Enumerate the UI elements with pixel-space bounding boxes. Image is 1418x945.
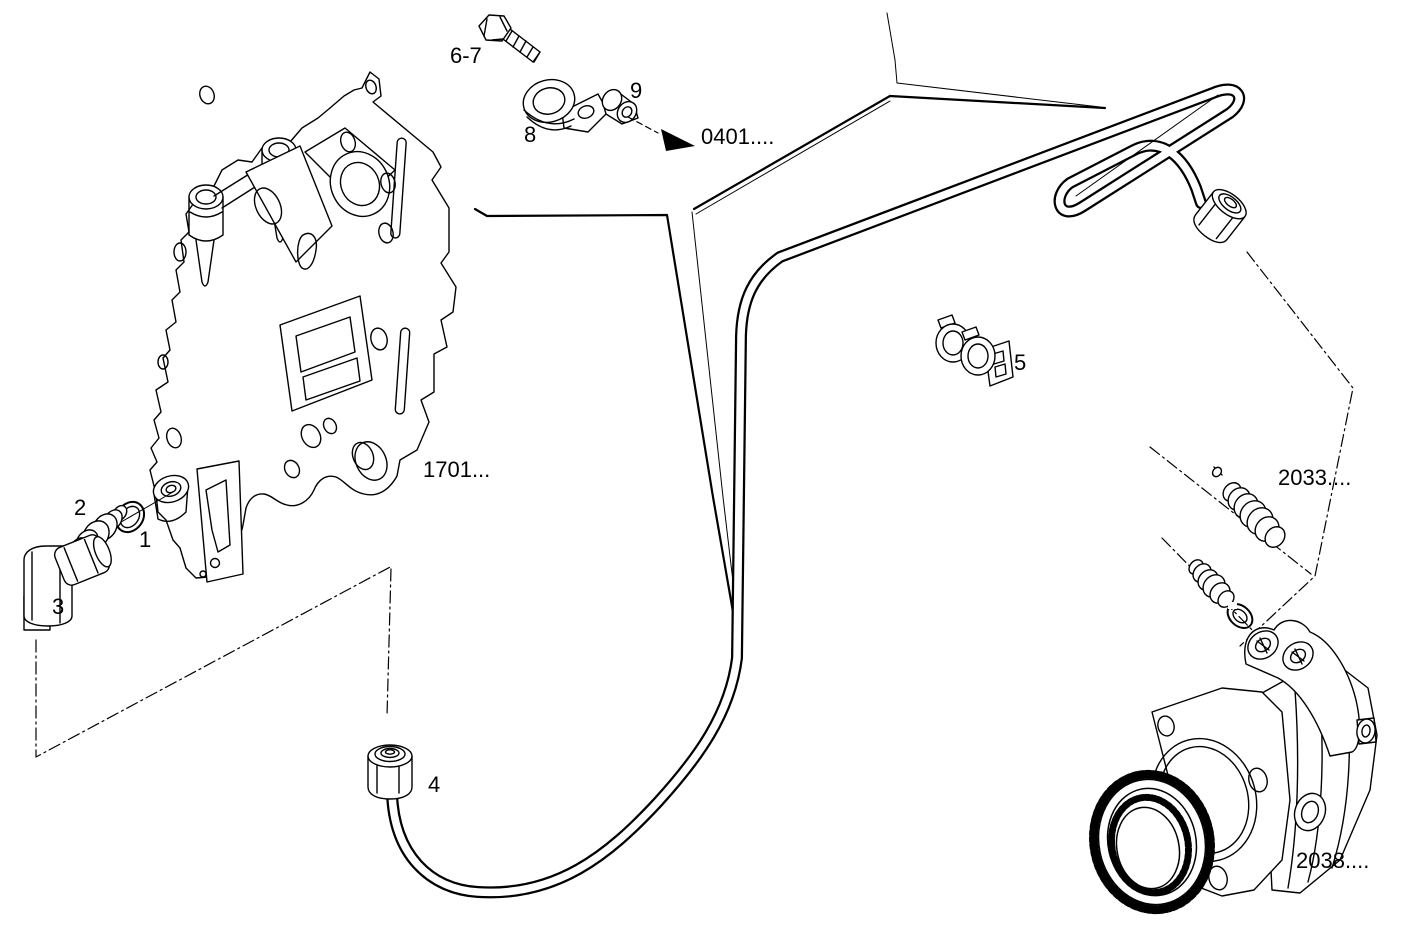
double-clamp-5 [935, 314, 1014, 387]
ecu-plate [149, 71, 457, 583]
bushing-9 [601, 88, 639, 125]
ref-0401: 0401.... [701, 124, 775, 149]
callout-1: 1 [139, 527, 152, 552]
fittings-1-2-3 [23, 491, 174, 631]
sensor-group-2033 [1188, 466, 1286, 629]
callout-2: 2 [74, 495, 87, 520]
schematic-boundary-lines [691, 12, 1101, 659]
fuel-pipe [386, 83, 1246, 899]
callout-8: 8 [524, 122, 537, 147]
pipe-end-nut [1193, 188, 1247, 244]
injection-pump-2038 [1089, 619, 1378, 915]
ref-1701: 1701... [423, 457, 491, 482]
callout-3: 3 [52, 594, 65, 619]
bolt-6-7 [478, 14, 541, 63]
callout-9: 9 [630, 78, 643, 103]
callout-6-7: 6-7 [450, 43, 482, 68]
callout-4: 4 [428, 772, 441, 797]
ref-2038: 2038.... [1296, 848, 1370, 873]
pipe-nut-4 [367, 744, 413, 800]
callout-5: 5 [1014, 350, 1027, 375]
reference-pipe-lines [473, 94, 1107, 660]
ref-2033: 2033.... [1278, 465, 1352, 490]
reference-arrow-0401 [627, 116, 695, 151]
pipe-clamp-8 [522, 78, 609, 133]
